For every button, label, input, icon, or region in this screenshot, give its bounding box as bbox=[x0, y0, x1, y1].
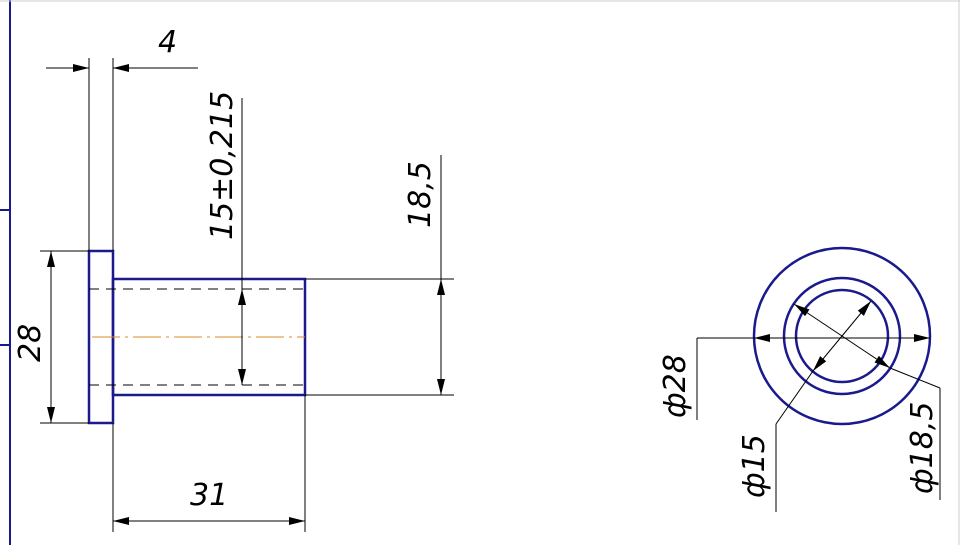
dim-shank-outer bbox=[305, 155, 454, 396]
middle-circle bbox=[782, 276, 902, 396]
dim-circle-middle-label: ф18,5 bbox=[905, 402, 940, 494]
dim-flange-height-label: 28 bbox=[13, 324, 48, 362]
dim-bore-tolerance-label: 15±0,215 bbox=[205, 91, 240, 240]
inner-circle bbox=[794, 288, 890, 384]
hidden-bore-lines bbox=[89, 288, 305, 386]
dim-shank-outer-label: 18,5 bbox=[403, 161, 438, 228]
dim-circle-middle bbox=[793, 303, 941, 500]
dim-circle-inner-label: ф15 bbox=[737, 434, 772, 498]
dim-circle-outer bbox=[696, 334, 930, 420]
dim-circle-outer-label: ф28 bbox=[658, 354, 693, 418]
dim-flange-height bbox=[40, 250, 89, 424]
dim-circle-inner bbox=[775, 300, 872, 512]
dim-flange-thickness-label: 4 bbox=[158, 25, 177, 60]
dim-shank-length bbox=[112, 395, 306, 532]
dim-shank-length-label: 31 bbox=[190, 478, 228, 513]
dim-flange-thickness bbox=[46, 58, 198, 251]
